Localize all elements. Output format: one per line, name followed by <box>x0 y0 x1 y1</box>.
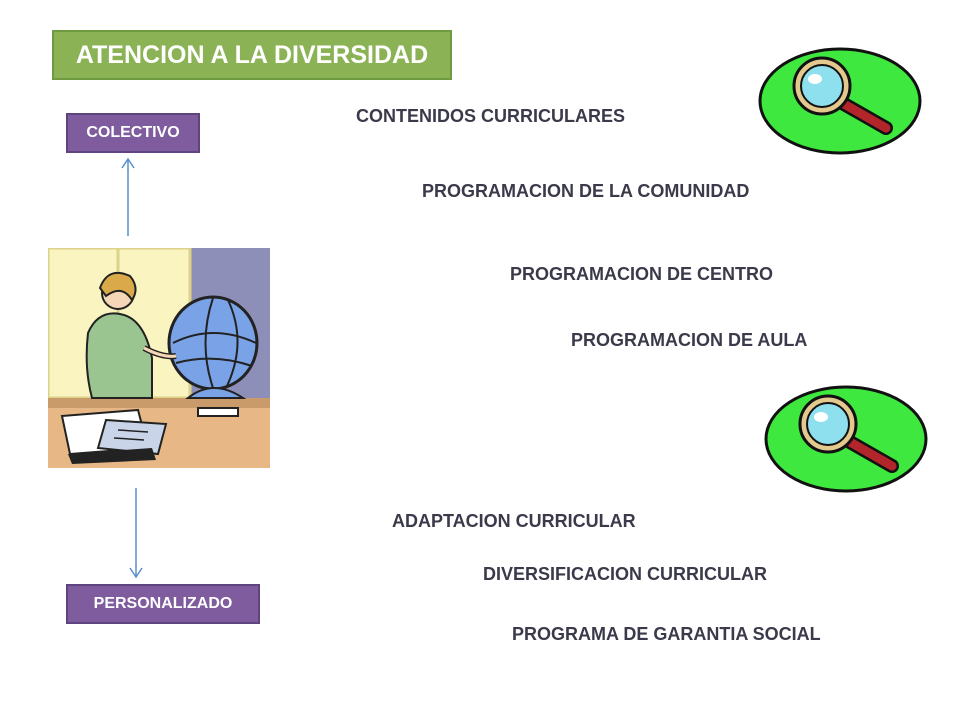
item-programacion-comunidad: PROGRAMACION DE LA COMUNIDAD <box>422 181 750 201</box>
teacher-with-globe-icon <box>48 248 270 468</box>
item-programacion-centro: PROGRAMACION DE CENTRO <box>510 264 774 284</box>
magnifying-glass-icon <box>764 385 928 493</box>
magnifying-glass-icon <box>758 47 922 155</box>
item-programa-garantia-social: PROGRAMA DE GARANTIA SOCIAL <box>512 624 821 644</box>
arrow-down-icon <box>129 488 143 579</box>
personalizado-label: PERSONALIZADO <box>66 584 260 624</box>
item-contenidos-curriculares: CONTENIDOS CURRICULARES <box>356 106 626 126</box>
item-programacion-aula: PROGRAMACION DE AULA <box>571 330 808 350</box>
page-title: ATENCION A LA DIVERSIDAD <box>52 30 452 80</box>
colectivo-label: COLECTIVO <box>66 113 200 153</box>
item-diversificacion-curricular: DIVERSIFICACION CURRICULAR <box>483 564 768 584</box>
item-adaptacion-curricular: ADAPTACION CURRICULAR <box>392 511 636 531</box>
arrow-up-icon <box>121 157 135 236</box>
